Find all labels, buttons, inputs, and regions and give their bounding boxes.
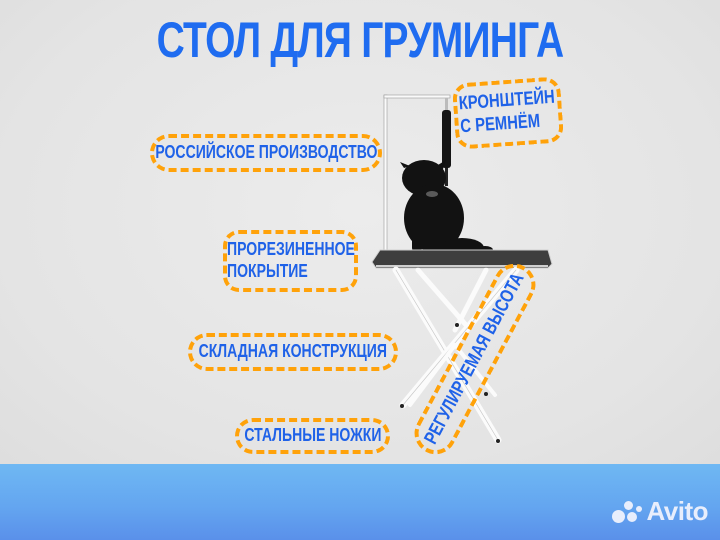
dog-silhouette xyxy=(400,160,493,258)
feature-label-text: СКЛАДНАЯ КОНСТРУКЦИЯ xyxy=(198,341,388,362)
feature-label-russian-made: РОССИЙСКОЕ ПРОИЗВОДСТВО xyxy=(150,134,382,172)
grooming-table-photo xyxy=(371,94,553,444)
feature-label-rubber-surface: ПРОРЕЗИНЕННОЕ ПОКРЫТИЕ xyxy=(223,230,358,292)
feature-label-text: РОССИЙСКОЕ ПРОИЗВОДСТВО xyxy=(154,142,378,163)
avito-watermark: Avito xyxy=(612,496,708,527)
feature-label-text: КРОНШТЕЙН С РЕМНЁМ xyxy=(458,86,556,138)
table-legs xyxy=(392,266,520,444)
feature-label-folding-design: СКЛАДНАЯ КОНСТРУКЦИЯ xyxy=(188,333,398,371)
table-top xyxy=(371,249,553,269)
avito-wordmark: Avito xyxy=(646,496,708,526)
avito-dots-icon xyxy=(612,500,643,524)
bottom-gradient-band xyxy=(0,464,720,540)
feature-label-text: ПРОРЕЗИНЕННОЕ ПОКРЫТИЕ xyxy=(226,239,355,281)
feature-label-text: СТАЛЬНЫЕ НОЖКИ xyxy=(243,425,382,446)
feature-label-arm-with-strap: КРОНШТЕЙН С РЕМНЁМ xyxy=(451,76,565,150)
page-title: СТОЛ ДЛЯ ГРУМИНГА xyxy=(156,12,565,68)
feature-label-steel-legs: СТАЛЬНЫЕ НОЖКИ xyxy=(235,418,390,454)
photo-background xyxy=(0,0,720,464)
